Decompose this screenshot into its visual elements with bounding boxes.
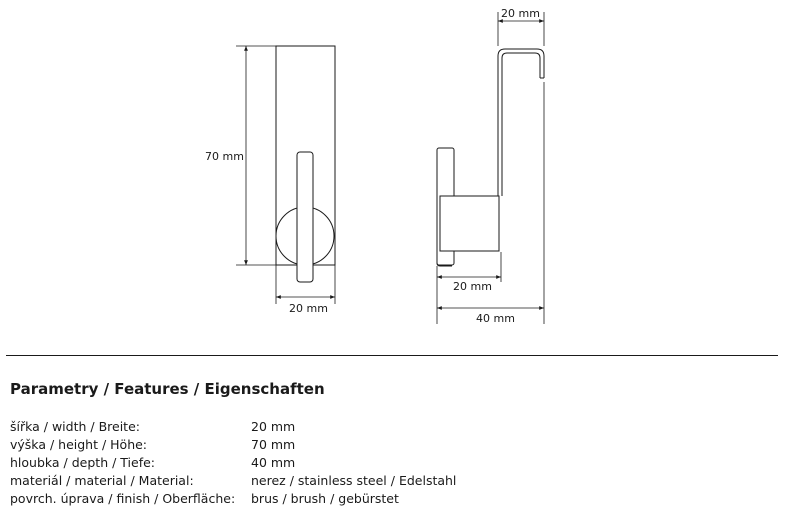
side-view — [436, 48, 545, 267]
feature-value: 70 mm — [251, 437, 296, 452]
features-row-depth: hloubka / depth / Tiefe: 40 mm — [10, 454, 456, 472]
feature-value: 40 mm — [251, 455, 296, 470]
side-depth-label: 40 mm — [476, 312, 515, 325]
section-divider — [6, 355, 778, 356]
feature-value: brus / brush / gebürstet — [251, 491, 399, 506]
side-view-hook-wire-outer — [497, 48, 545, 196]
features-title: Parametry / Features / Eigenschaften — [10, 380, 325, 398]
features-row-width: šířka / width / Breite: 20 mm — [10, 418, 456, 436]
technical-drawing: 70 mm 20 mm 20 mm 20 mm 40 mm — [205, 7, 545, 325]
features-table: šířka / width / Breite: 20 mm výška / he… — [10, 418, 456, 508]
side-top-dimension — [497, 12, 545, 46]
front-height-label: 70 mm — [205, 150, 244, 163]
feature-label: povrch. úprava / finish / Oberfläche: — [10, 491, 236, 506]
feature-value: nerez / stainless steel / Edelstahl — [251, 473, 457, 488]
side-view-hook-wire-inner — [501, 52, 541, 196]
feature-label: materiál / material / Material: — [10, 473, 194, 488]
feature-label: šířka / width / Breite: — [10, 419, 140, 434]
side-depth-dimension — [437, 82, 545, 324]
side-view-block — [439, 195, 500, 252]
front-width-label: 20 mm — [289, 302, 328, 315]
front-view-hook-bar — [296, 151, 314, 283]
side-base-label: 20 mm — [453, 280, 492, 293]
front-height-dimension — [236, 45, 276, 266]
feature-label: hloubka / depth / Tiefe: — [10, 455, 155, 470]
front-width-dimension — [275, 265, 336, 304]
features-row-material: materiál / material / Material: nerez / … — [10, 472, 456, 490]
front-view — [275, 45, 336, 283]
feature-value: 20 mm — [251, 419, 296, 434]
features-row-height: výška / height / Höhe: 70 mm — [10, 436, 456, 454]
side-base-dimension — [436, 252, 502, 324]
feature-label: výška / height / Höhe: — [10, 437, 148, 452]
features-row-finish: povrch. úprava / finish / Oberfläche: br… — [10, 490, 456, 508]
side-top-label: 20 mm — [501, 7, 540, 20]
